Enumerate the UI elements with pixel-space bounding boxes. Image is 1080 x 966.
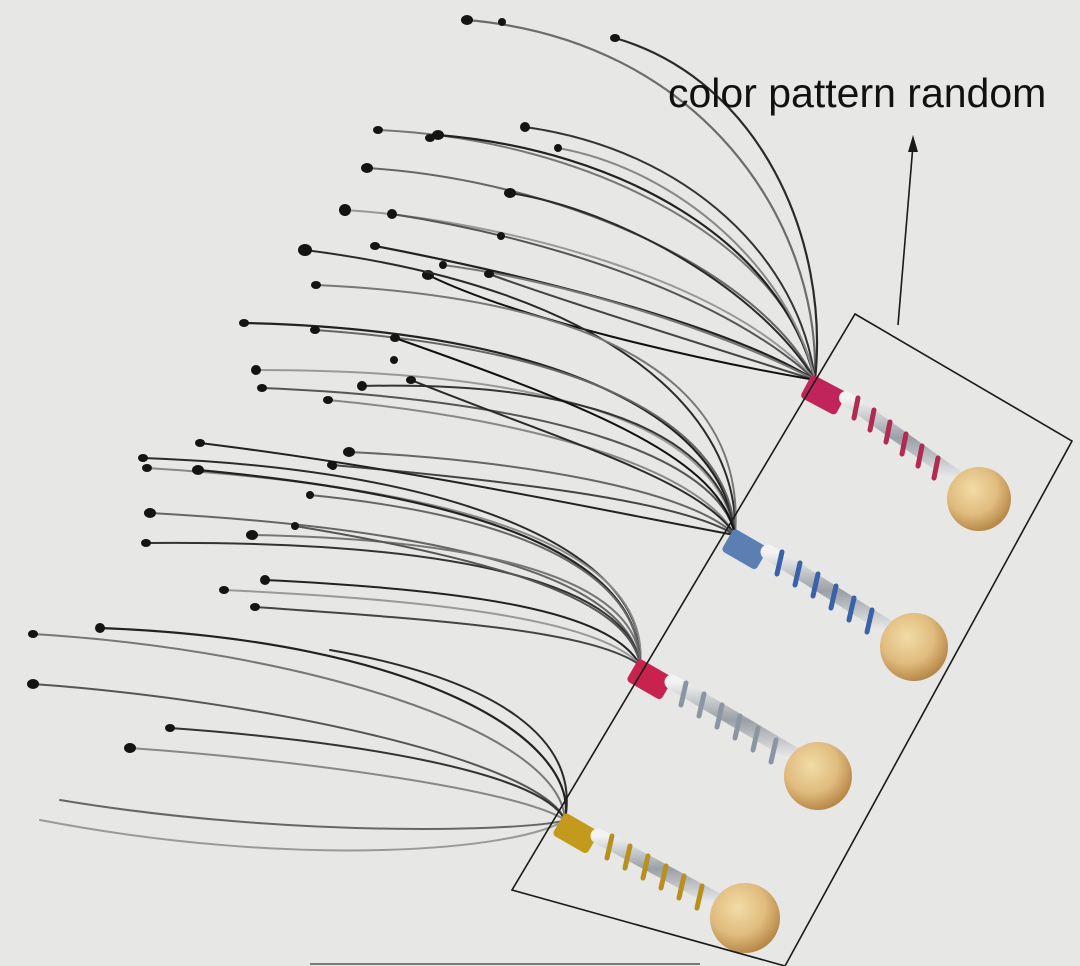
- massager-3-tips: [138, 454, 337, 611]
- massager-4-wires: [32, 626, 568, 852]
- massager-4: [27, 623, 780, 953]
- massager-4-tips: [27, 623, 175, 753]
- massager-1-tips: [339, 15, 620, 280]
- massager-2: [195, 244, 948, 681]
- color-pattern-caption: color pattern random: [668, 70, 1047, 116]
- massager-3-handle: [627, 659, 852, 810]
- massager-1-wood-ball: [947, 467, 1011, 531]
- massager-2-wood-ball: [880, 613, 948, 681]
- massager-4-handle: [553, 813, 780, 953]
- massager-3-wires: [142, 457, 642, 667]
- massager-2-wires: [199, 249, 737, 537]
- annotation-arrow: [897, 144, 914, 326]
- massager-4-wood-ball: [710, 883, 780, 953]
- highlight-frame: [510, 312, 1074, 966]
- massager-3: [138, 454, 852, 810]
- massager-1-wires: [344, 18, 819, 382]
- massager-2-handle: [722, 529, 948, 681]
- massager-3-wood-ball: [784, 742, 852, 810]
- massager-1: [339, 15, 1011, 531]
- massager-1-handle: [801, 375, 1011, 531]
- massager-2-tips: [195, 244, 416, 469]
- annotation-arrowhead: [908, 135, 918, 152]
